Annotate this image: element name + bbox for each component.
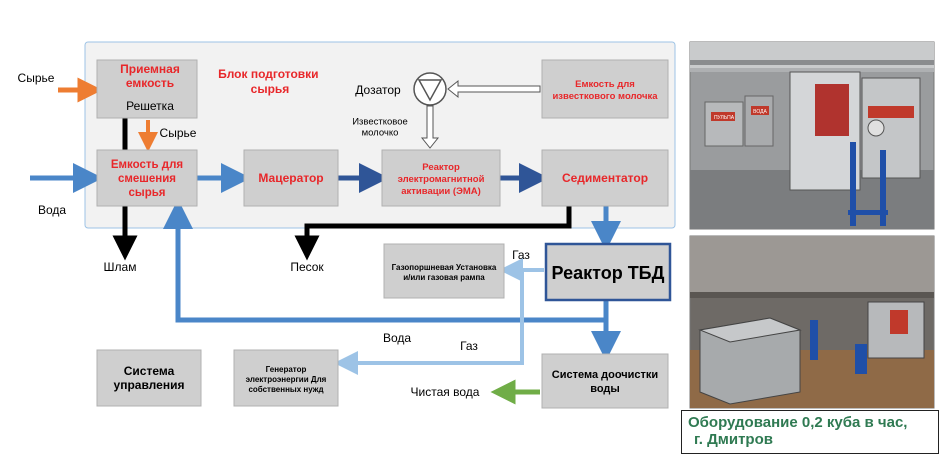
label-sand: Песок [290,260,324,274]
box-sedimentator [541,149,669,207]
label-clean-water: Чистая вода [411,385,480,399]
mixing-tank-label-line: сырья [128,187,165,199]
photo-equipment-2 [689,235,935,409]
box-generator [233,349,339,407]
label-raw-input: Сырье [18,71,55,85]
mixing-tank-label-line: Емкость для [111,159,183,171]
arrow-lime-to-dispenser [447,79,541,99]
reactor-ema-label-line: электромагнитной [398,174,485,185]
water-treatment-label: Система доочистки воды [552,369,658,395]
lime-tank-label-line: известкового молочка [552,91,658,102]
gas-engine-label-line: и/или газовая рампа [403,273,485,282]
label-sludge: Шлам [104,260,137,274]
lime-milk-label-line: Известковое [352,117,408,128]
caption-line-1: Оборудование 0,2 куба в час, [688,414,908,431]
macerator-label: Мацератор [258,171,323,185]
generator-label-line: собственных нужд [248,385,323,394]
box-water-treatment [541,353,669,409]
arrow-dispenser-to-ema [420,105,440,149]
reactor-ema-label-line: Реактор [422,162,460,173]
block-label-line2: сырья [251,82,290,96]
label-gas-2: Газ [460,339,478,353]
dispenser-label: Дозатор [355,83,401,97]
lime-tank-label-line: Емкость для [575,79,635,90]
arrow-water-return [163,199,609,323]
label-gas-1: Газ [512,248,530,262]
water-treatment-label-line: Система доочистки [552,369,658,381]
box-lime-tank [541,59,669,119]
receiving-tank-label-line: емкость [126,76,174,90]
caption-line-2: г. Дмитров [694,431,773,448]
lime-milk-label-line: молочко [362,128,399,139]
control-system-label-line: Система [124,364,175,378]
generator-label-line: Генератор [266,365,307,374]
label-raw-input-2: Сырье [160,126,197,140]
label-water-input: Вода [38,203,66,217]
photo-sign-water: ВОДА [753,109,767,115]
reactor-tbd-label: Реактор ТБД [552,263,665,283]
gas-engine-label-line: Газопоршневая Установка [392,263,497,272]
dispenser-pump-icon [413,72,447,106]
box-receiving-tank [96,59,198,119]
label-water-return: Вода [383,331,411,345]
arrow-sand [294,206,572,261]
photo-equipment-1: ПУЛЬПА ВОДА [689,41,935,230]
block-label: Блок подготовки сырья [218,67,322,96]
mixing-tank-label-line: смешения [118,173,176,185]
receiving-tank-label-line: Приемная [120,62,180,76]
box-macerator [243,149,339,207]
box-mixing-tank [96,149,198,207]
photo-sign-pulp: ПУЛЬПА [714,115,735,121]
grid-label: Решетка [126,99,174,113]
box-reactor-ema [381,149,501,207]
water-treatment-label-line: воды [590,383,620,395]
photo-caption: Оборудование 0,2 куба в час, г. Дмитров [681,410,939,454]
sedimentator-label: Седиментатор [562,171,648,185]
block-label-line1: Блок подготовки [218,67,318,81]
box-control-system [96,349,202,407]
control-system-label-line: управления [114,378,185,392]
box-gas-engine [383,243,505,299]
box-reactor-tbd [544,242,672,302]
mixing-tank-label: Емкость для смешения сырья [111,159,183,199]
generator-label-line: электроэнергии Для [246,375,327,384]
reactor-ema-label-line: активации (ЭМА) [401,186,481,197]
arrow-gas-to-generator [334,270,524,375]
